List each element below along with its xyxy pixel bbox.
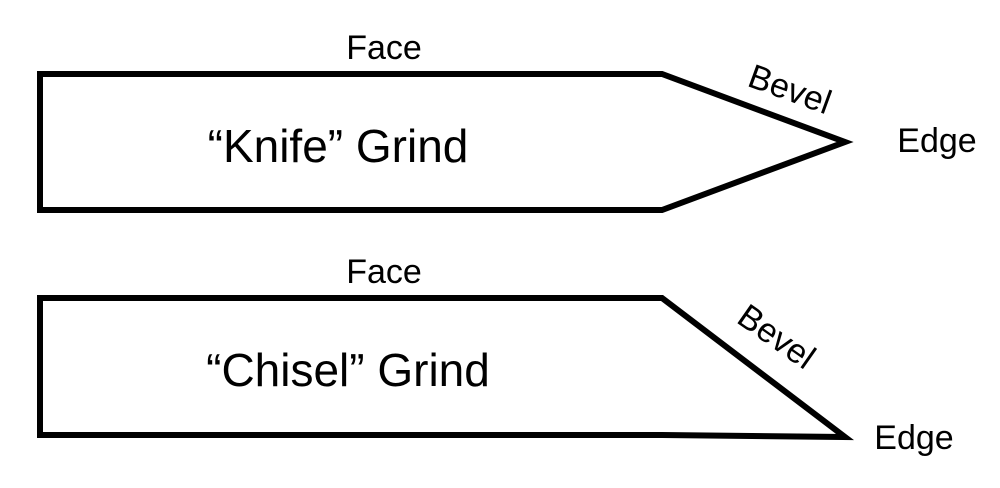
chisel-grind-diagram: Face Bevel Edge “Chisel” Grind — [37, 253, 954, 457]
chisel-face-label: Face — [346, 253, 422, 291]
chisel-blade-outline — [37, 295, 855, 441]
chisel-bevel-label: Bevel — [731, 297, 822, 377]
knife-face-label: Face — [346, 29, 422, 67]
chisel-grind-title: “Chisel” Grind — [206, 344, 490, 396]
knife-edge-label: Edge — [897, 122, 976, 160]
knife-grind-diagram: Face Bevel Edge “Knife” Grind — [37, 29, 977, 213]
chisel-edge-label: Edge — [874, 419, 953, 457]
knife-blade-outline — [37, 71, 854, 213]
knife-grind-title: “Knife” Grind — [208, 120, 469, 172]
